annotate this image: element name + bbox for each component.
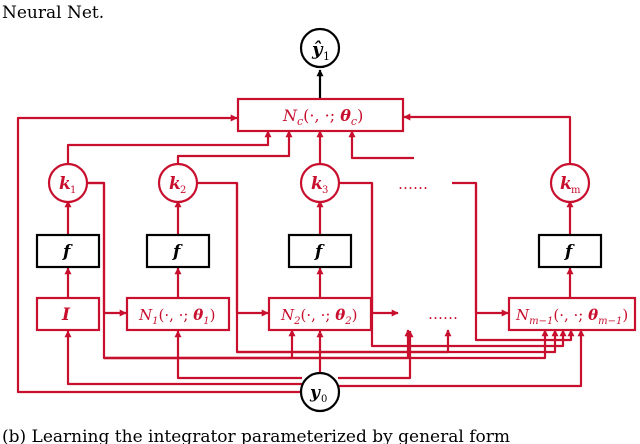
svg-text:k: k [311, 174, 323, 194]
svg-text:f: f [172, 242, 183, 262]
wire-y0-to-nm [338, 329, 585, 388]
wire-y0-to-n1 [174, 330, 302, 380]
svg-text:f: f [314, 242, 325, 262]
node-k2: k 2 [157, 162, 199, 204]
output-node-y-hat: ŷ 1 [299, 27, 341, 69]
svg-text:1: 1 [70, 185, 76, 196]
box-n-2: N2(·, ·; θ2) [267, 296, 373, 332]
svg-text:m: m [571, 185, 581, 196]
svg-text:N1(·, ·; θ1): N1(·, ·; θ1) [138, 306, 216, 327]
wire-y0-to-nc-left [16, 114, 302, 394]
svg-text:2: 2 [180, 185, 186, 196]
svg-text:f: f [564, 242, 575, 262]
svg-text:Nm−1(·, ·; θm−1): Nm−1(·, ·; θm−1) [515, 306, 628, 327]
dots-top: …… [398, 175, 428, 193]
svg-text:k: k [560, 174, 572, 194]
box-identity: I [35, 296, 101, 332]
box-f-2: f [145, 233, 211, 269]
svg-text:0: 0 [321, 394, 327, 405]
box-f-3: f [287, 233, 353, 269]
bottom-caption: (b) Learning the integrator parameterize… [2, 427, 510, 444]
node-k1: k 1 [47, 162, 89, 204]
svg-text:3: 3 [322, 185, 328, 196]
box-f-m: f [537, 233, 603, 269]
svg-text:I: I [61, 305, 71, 325]
wire-y0-to-identity [64, 330, 302, 386]
box-n-m-1: Nm−1(·, ·; θm−1) [507, 296, 637, 332]
svg-text:1: 1 [323, 50, 330, 63]
wire-k1-to-nc [66, 130, 272, 166]
top-caption: Neural Net. [2, 3, 104, 23]
box-n-c: Nc(·, ·; θc) [236, 97, 405, 133]
wire-dots-to-nc [348, 130, 414, 160]
dots-bottom: …… [428, 305, 458, 323]
svg-text:Nc(·, ·; θc): Nc(·, ·; θc) [282, 106, 363, 128]
wire-k2-to-nc [176, 130, 293, 166]
box-f-1: f [35, 233, 101, 269]
wire-km-to-nc [403, 113, 572, 166]
svg-text:k: k [169, 174, 181, 194]
node-k3: k 3 [299, 162, 341, 204]
node-km: k m [549, 162, 591, 204]
wire-dots-to-nm [452, 181, 509, 317]
svg-text:y: y [309, 383, 321, 403]
svg-text:N2(·, ·; θ2): N2(·, ·; θ2) [280, 306, 358, 327]
svg-text:ŷ: ŷ [311, 39, 324, 60]
connections [16, 69, 585, 394]
input-node-y0: y 0 [299, 371, 341, 413]
svg-text:k: k [59, 174, 71, 194]
box-n-1: N1(·, ·; θ1) [125, 296, 231, 332]
svg-text:f: f [62, 242, 73, 262]
